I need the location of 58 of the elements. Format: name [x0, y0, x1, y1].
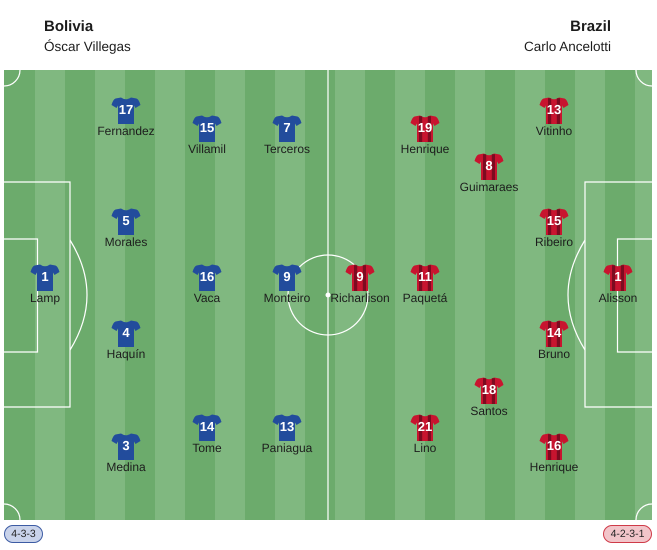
shirt-number: 1 [614, 270, 622, 284]
formation-tag: 4-3-3 [4, 525, 43, 543]
shirt [272, 114, 302, 142]
shirt [272, 263, 302, 291]
shirt-number: 13 [546, 103, 562, 117]
player-name: Bruno [538, 348, 570, 361]
shirt-number: 15 [546, 214, 562, 228]
shirt [539, 207, 569, 235]
shirt-number: 8 [485, 159, 493, 173]
player-name: Vitinho [536, 125, 572, 138]
player-name: Villamil [188, 143, 226, 156]
shirt [192, 263, 222, 291]
team-name: Brazil [570, 18, 611, 36]
shirt-number: 9 [356, 270, 364, 284]
shirt-number: 16 [546, 439, 562, 453]
shirt-number: 15 [200, 121, 214, 135]
player-name: Medina [106, 461, 146, 474]
coach-name: Carlo Ancelotti [524, 38, 611, 56]
player-name: Fernandez [97, 125, 155, 138]
shirt-number: 4 [122, 326, 130, 340]
shirt-number: 9 [283, 270, 291, 284]
shirt-number: 13 [280, 420, 294, 434]
player-name: Terceros [264, 143, 310, 156]
player-name: Henrique [400, 143, 450, 156]
shirt [272, 413, 302, 441]
shirt-number: 1 [41, 270, 49, 284]
player-name: Henrique [530, 461, 578, 474]
player-name: Guimaraes [460, 181, 518, 194]
shirt [539, 96, 569, 124]
player-name: Vaca [194, 292, 220, 305]
shirt [539, 319, 569, 347]
coach-name: Óscar Villegas [44, 38, 131, 56]
shirt-number: 17 [118, 103, 134, 117]
shirt-number: 14 [200, 420, 214, 434]
shirt-number: 14 [546, 326, 562, 340]
player-name: Morales [104, 236, 148, 249]
shirt-number: 21 [418, 420, 432, 434]
player-name: Tome [192, 442, 222, 455]
shirt-number: 16 [200, 270, 214, 284]
player-name: Lino [414, 442, 436, 455]
shirt-number: 5 [122, 214, 130, 228]
shirt-number: 18 [482, 383, 496, 397]
shirt-number: 3 [122, 439, 130, 453]
shirt-number: 11 [418, 270, 432, 284]
player-name: Paniagua [262, 442, 312, 455]
shirt [539, 432, 569, 460]
shirt [603, 263, 633, 291]
team-name: Bolivia [44, 18, 94, 36]
player-name: Haquín [106, 348, 146, 361]
formation-tag: 4-2-3-1 [603, 525, 652, 543]
shirt [192, 413, 222, 441]
player-name: Santos [470, 405, 508, 418]
shirt-number: 7 [283, 121, 291, 135]
player-name: Paquetá [402, 292, 448, 305]
shirt-number: 19 [418, 121, 432, 135]
shirt [30, 263, 60, 291]
shirt [192, 114, 222, 142]
player-name: Ribeiro [535, 236, 573, 249]
